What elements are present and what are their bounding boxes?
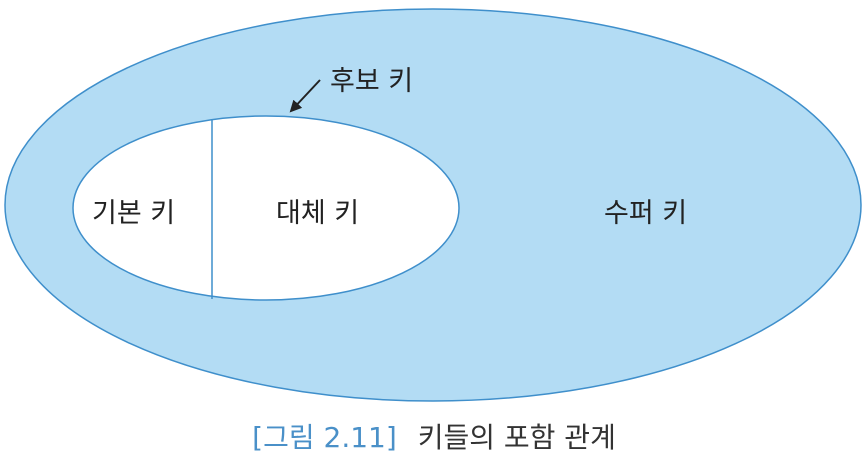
candidate-key-arrow [289, 79, 321, 113]
primary-key-label: 기본 키 [92, 198, 175, 229]
candidate-key-ellipse [72, 115, 460, 301]
alternate-key-label: 대체 키 [276, 198, 359, 229]
figure-caption: [그림 2.11] 키들의 포함 관계 [0, 418, 868, 458]
candidate-key-label: 후보 키 [330, 66, 413, 97]
figure-number: [그림 2.11] [252, 421, 397, 454]
super-key-label: 수퍼 키 [604, 198, 687, 229]
figure-title: 키들의 포함 관계 [417, 421, 616, 454]
